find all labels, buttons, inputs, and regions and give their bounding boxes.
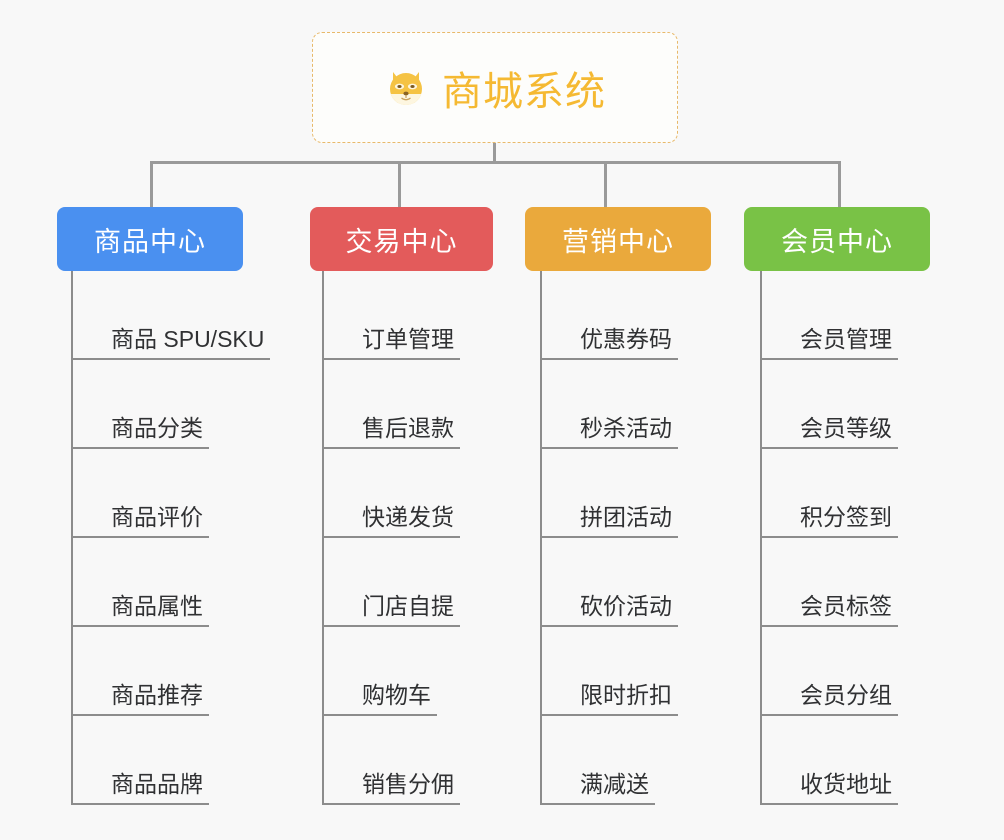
leaf-item-label: 会员管理 <box>762 326 898 360</box>
branch-node-1[interactable]: 商品中心 <box>57 207 243 271</box>
leaf-item-label: 快递发货 <box>324 504 460 538</box>
branch-node-3[interactable]: 营销中心 <box>525 207 711 271</box>
leaf-item-label: 收货地址 <box>762 771 898 805</box>
leaf-spine <box>760 271 762 805</box>
leaf-item-label: 会员等级 <box>762 415 898 449</box>
leaf-item[interactable]: 满减送 <box>542 716 655 805</box>
leaf-item[interactable]: 拼团活动 <box>542 449 678 538</box>
leaf-item[interactable]: 售后退款 <box>324 360 460 449</box>
leaf-item[interactable]: 订单管理 <box>324 271 460 360</box>
leaf-item[interactable]: 商品品牌 <box>73 716 209 805</box>
leaf-item-label: 购物车 <box>324 682 437 716</box>
leaf-item-label: 商品推荐 <box>73 682 209 716</box>
connector-drop-2 <box>398 161 401 207</box>
leaf-item[interactable]: 砍价活动 <box>542 538 678 627</box>
leaf-item-label: 满减送 <box>542 771 655 805</box>
leaf-item-label: 优惠券码 <box>542 326 678 360</box>
dog-face-icon <box>384 66 428 110</box>
leaf-item[interactable]: 积分签到 <box>762 449 898 538</box>
leaf-item-label: 销售分佣 <box>324 771 460 805</box>
leaf-item[interactable]: 门店自提 <box>324 538 460 627</box>
leaf-item-label: 商品分类 <box>73 415 209 449</box>
leaf-item[interactable]: 会员标签 <box>762 538 898 627</box>
branch-node-4[interactable]: 会员中心 <box>744 207 930 271</box>
leaf-item[interactable]: 收货地址 <box>762 716 898 805</box>
leaf-item[interactable]: 限时折扣 <box>542 627 678 716</box>
connector-drop-3 <box>604 161 607 207</box>
connector-drop-1 <box>150 161 153 207</box>
branch-label: 会员中心 <box>781 226 893 257</box>
leaf-item[interactable]: 秒杀活动 <box>542 360 678 449</box>
leaf-spine <box>71 271 73 805</box>
leaf-item[interactable]: 购物车 <box>324 627 437 716</box>
leaf-item[interactable]: 商品 SPU/SKU <box>73 271 271 360</box>
leaf-item[interactable]: 会员管理 <box>762 271 898 360</box>
leaf-item-label: 积分签到 <box>762 504 898 538</box>
leaf-item-label: 商品属性 <box>73 593 209 627</box>
leaf-item-label: 限时折扣 <box>542 682 678 716</box>
leaf-item-label: 砍价活动 <box>542 593 678 627</box>
leaf-item[interactable]: 优惠券码 <box>542 271 678 360</box>
leaf-item-label: 售后退款 <box>324 415 460 449</box>
connector-root-stem <box>493 143 496 163</box>
branch-node-2[interactable]: 交易中心 <box>310 207 493 271</box>
root-title: 商城系统 <box>442 69 606 114</box>
branch-label: 交易中心 <box>345 226 458 257</box>
leaf-item[interactable]: 快递发货 <box>324 449 460 538</box>
leaf-item[interactable]: 会员等级 <box>762 360 898 449</box>
root-node[interactable]: 商城系统 <box>312 32 678 143</box>
connector-drop-4 <box>838 161 841 207</box>
leaf-item[interactable]: 销售分佣 <box>324 716 460 805</box>
leaf-item[interactable]: 商品评价 <box>73 449 209 538</box>
leaf-item[interactable]: 会员分组 <box>762 627 898 716</box>
connector-horizontal-bus <box>150 161 840 164</box>
leaf-item-label: 门店自提 <box>324 593 460 627</box>
leaf-item[interactable]: 商品属性 <box>73 538 209 627</box>
leaf-item-label: 会员标签 <box>762 593 898 627</box>
leaf-item-label: 商品 SPU/SKU <box>73 326 271 360</box>
leaf-item-label: 拼团活动 <box>542 504 678 538</box>
leaf-item-label: 会员分组 <box>762 682 898 716</box>
leaf-item-label: 商品品牌 <box>73 771 209 805</box>
leaf-item-label: 商品评价 <box>73 504 209 538</box>
leaf-item[interactable]: 商品推荐 <box>73 627 209 716</box>
branch-label: 营销中心 <box>562 226 674 257</box>
leaf-spine <box>322 271 324 805</box>
branch-label: 商品中心 <box>94 226 206 257</box>
leaf-spine <box>540 271 542 805</box>
leaf-item-label: 订单管理 <box>324 326 460 360</box>
leaf-item-label: 秒杀活动 <box>542 415 678 449</box>
leaf-item[interactable]: 商品分类 <box>73 360 209 449</box>
